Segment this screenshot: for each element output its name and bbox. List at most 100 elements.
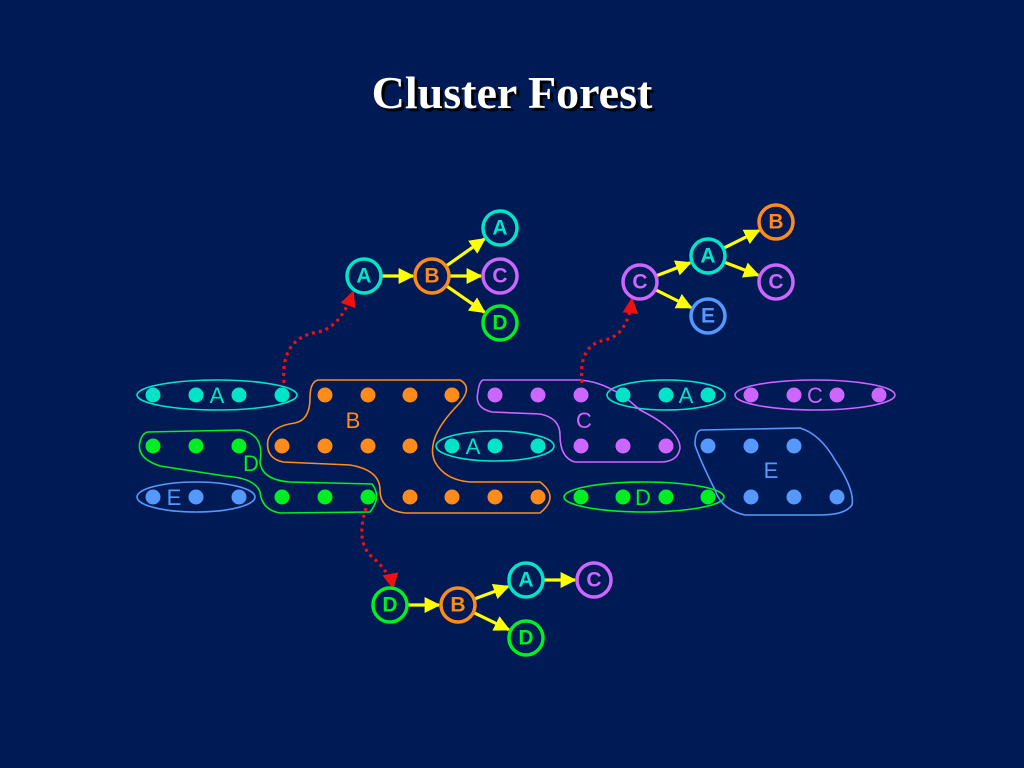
- dot-e: [786, 489, 802, 505]
- dot-a: [231, 387, 247, 403]
- dot-e: [700, 438, 716, 454]
- tree-node-label: A: [518, 569, 533, 592]
- tree-node-ring: [345, 257, 383, 295]
- cluster-outline-d2: [563, 481, 725, 513]
- tree-node-ring: [507, 561, 545, 599]
- dot-b: [444, 489, 460, 505]
- dot-a: [444, 438, 460, 454]
- cluster-outline-b: [266, 379, 551, 514]
- dot-a: [188, 387, 204, 403]
- tree-node-label: A: [700, 245, 715, 268]
- dot-d: [145, 438, 161, 454]
- dot-d: [615, 489, 631, 505]
- tree-node-ring: [757, 203, 795, 241]
- tree-node-label: C: [492, 265, 507, 288]
- dot-b: [402, 438, 418, 454]
- tree-node-label: A: [356, 265, 371, 288]
- dot-c: [615, 438, 631, 454]
- dot-b: [317, 438, 333, 454]
- tree-node-e: E: [689, 297, 727, 335]
- dotted-links: [282, 290, 639, 590]
- tree-node-label: D: [382, 594, 397, 617]
- cluster-outline-a3: [435, 430, 555, 462]
- cluster-outlines: [136, 379, 896, 516]
- cluster-outline-e2: [694, 427, 854, 516]
- tree-node-a: A: [689, 237, 727, 275]
- tree-node-ring: [507, 619, 545, 657]
- dot-a: [615, 387, 631, 403]
- cluster-label-c: C: [576, 408, 592, 433]
- tree-node-ring: [757, 263, 795, 301]
- tree-node-label: B: [424, 265, 439, 288]
- dot-c: [871, 387, 887, 403]
- tree-node-ring: [481, 257, 519, 295]
- dotted-link-d-to-tree3: [360, 507, 399, 590]
- tree-node-a: A: [345, 257, 383, 295]
- cluster-label-c: C: [807, 383, 823, 408]
- tree-node-ring: [621, 263, 659, 301]
- dot-a: [274, 387, 290, 403]
- tree-edges: [382, 229, 761, 632]
- tree-node-c: C: [621, 263, 659, 301]
- cluster-label-e: E: [167, 485, 182, 510]
- dot-e: [188, 489, 204, 505]
- tree-node-ring: [689, 297, 727, 335]
- cluster-outline-a2: [606, 379, 726, 411]
- tree-node-label: B: [450, 594, 465, 617]
- cluster-label-a: A: [679, 383, 694, 408]
- tree-edge-t2a-t2b: [723, 229, 761, 250]
- tree-node-d: D: [371, 586, 409, 624]
- dot-b: [360, 387, 376, 403]
- dot-c: [573, 438, 589, 454]
- dot-e: [743, 489, 759, 505]
- dot-b: [317, 387, 333, 403]
- tree-edge-t1b-t1c1: [445, 237, 486, 267]
- tree-node-ring: [371, 586, 409, 624]
- dot-d: [317, 489, 333, 505]
- dot-d: [231, 438, 247, 454]
- tree-edge-t3b-t3d2: [473, 611, 511, 632]
- tree-node-label: D: [518, 627, 533, 650]
- cluster-outline-e1: [136, 481, 256, 513]
- tree-node-label: C: [632, 271, 647, 294]
- tree-node-a: A: [507, 561, 545, 599]
- tree-node-ring: [439, 586, 477, 624]
- dot-b: [530, 489, 546, 505]
- dot-a: [487, 438, 503, 454]
- dot-c: [573, 387, 589, 403]
- tree-node-label: D: [492, 312, 507, 335]
- cluster-label-d: D: [243, 451, 259, 476]
- dot-d: [360, 489, 376, 505]
- dotted-link-a-to-tree1: [282, 290, 356, 384]
- dot-a: [530, 438, 546, 454]
- cluster-outline-d1: [138, 429, 378, 514]
- slide-title: Cluster Forest: [371, 67, 653, 118]
- tree-node-d: D: [507, 619, 545, 657]
- dot-a: [700, 387, 716, 403]
- dot-e: [829, 489, 845, 505]
- dot-b: [360, 438, 376, 454]
- tree-node-ring: [689, 237, 727, 275]
- dot-c: [530, 387, 546, 403]
- tree-node-b: B: [413, 257, 451, 295]
- cluster-label-a: A: [466, 434, 481, 459]
- dot-c: [829, 387, 845, 403]
- dot-d: [700, 489, 716, 505]
- dot-b: [402, 489, 418, 505]
- dot-c: [743, 387, 759, 403]
- dot-b: [487, 489, 503, 505]
- tree-nodes: A B A C D C A E B C D B A D C: [345, 203, 795, 657]
- tree-node-label: E: [701, 305, 715, 328]
- data-points: [145, 387, 887, 505]
- dot-c: [658, 438, 674, 454]
- tree-node-label: C: [768, 271, 783, 294]
- dot-e: [743, 438, 759, 454]
- dot-d: [658, 489, 674, 505]
- dot-d: [573, 489, 589, 505]
- tree-node-label: A: [492, 217, 507, 240]
- tree-edge-t2c-t2e: [655, 288, 693, 309]
- tree-node-b: B: [757, 203, 795, 241]
- dot-b: [444, 387, 460, 403]
